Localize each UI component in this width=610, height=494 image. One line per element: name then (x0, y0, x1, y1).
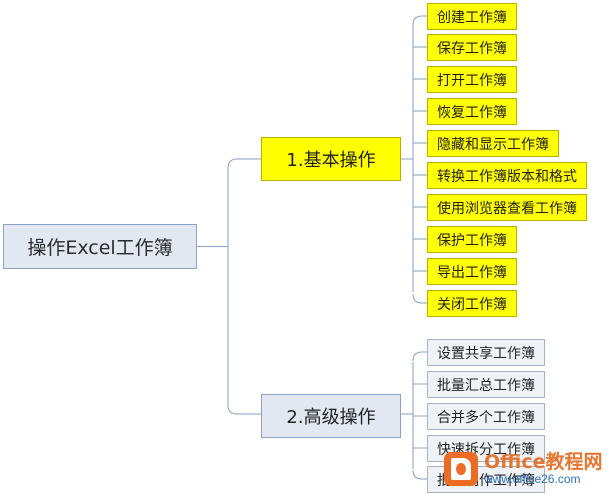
leaf-batch-summarize: 批量汇总工作簿 (427, 371, 545, 398)
leaf-view-in-browser: 使用浏览器查看工作簿 (427, 194, 587, 221)
watermark-url: www.office26.com (484, 471, 581, 486)
root-node: 操作Excel工作簿 (3, 224, 197, 269)
leaf-recover-workbook: 恢复工作簿 (427, 98, 517, 125)
leaf-share-workbook: 设置共享工作簿 (427, 339, 545, 366)
branch-basic-operations: 1.基本操作 (261, 137, 401, 181)
watermark: Office教程网 www.office26.com (442, 444, 610, 494)
leaf-hide-show-workbook: 隐藏和显示工作簿 (427, 130, 559, 157)
office-logo-icon (444, 452, 478, 486)
branch-advanced-operations: 2.高级操作 (261, 394, 401, 438)
leaf-export-workbook: 导出工作簿 (427, 258, 517, 285)
watermark-title: Office教程网 (484, 450, 603, 473)
leaf-open-workbook: 打开工作簿 (427, 66, 517, 93)
leaf-close-workbook: 关闭工作簿 (427, 290, 517, 317)
leaf-create-workbook: 创建工作簿 (427, 3, 517, 30)
leaf-convert-version-format: 转换工作簿版本和格式 (427, 162, 587, 189)
leaf-protect-workbook: 保护工作簿 (427, 226, 517, 253)
leaf-save-workbook: 保存工作簿 (427, 34, 517, 61)
leaf-merge-workbooks: 合并多个工作簿 (427, 403, 545, 430)
